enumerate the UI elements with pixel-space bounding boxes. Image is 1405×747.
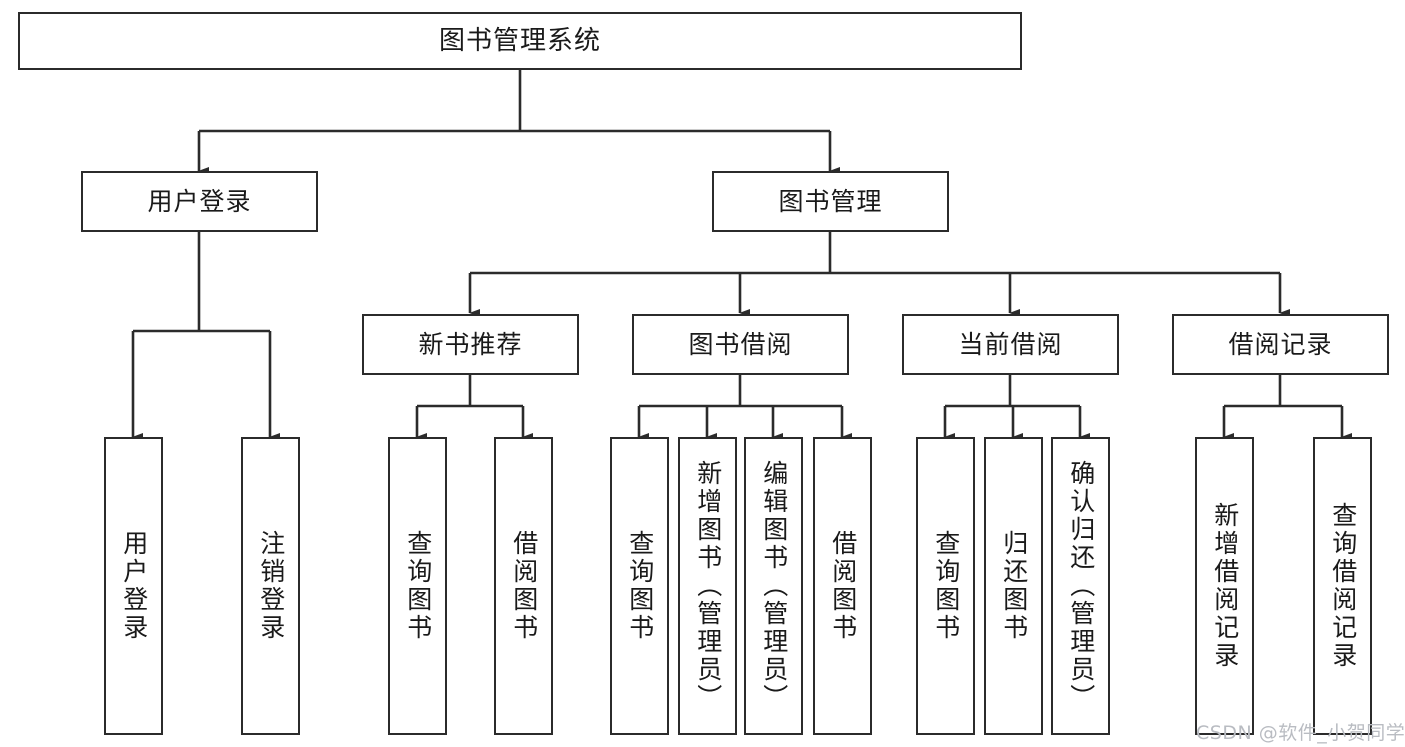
- node-label: 新增借阅记录: [1210, 502, 1240, 670]
- node-label: 新增图书（管理员）: [693, 460, 723, 712]
- node-label: 当前借阅: [958, 329, 1063, 359]
- node-label: 归还图书: [999, 530, 1029, 642]
- leaf-return-book[interactable]: 归还图书: [984, 437, 1043, 735]
- node-current-borrow[interactable]: 当前借阅: [902, 314, 1119, 375]
- edge-newbook-to-leaves: [415, 375, 534, 442]
- leaf-add-borrow-record[interactable]: 新增借阅记录: [1195, 437, 1254, 735]
- node-root-system[interactable]: 图书管理系统: [18, 12, 1022, 70]
- leaf-add-book[interactable]: 新增图书（管理员）: [678, 437, 737, 735]
- node-label: 借阅图书: [509, 530, 539, 642]
- node-label: 图书借阅: [688, 329, 793, 359]
- node-label: 图书管理: [778, 186, 883, 216]
- node-label: 注销登录: [256, 530, 286, 642]
- node-user-login[interactable]: 用户登录: [81, 171, 318, 232]
- node-label: 确认归还（管理员）: [1066, 460, 1096, 712]
- leaf-user-login[interactable]: 用户登录: [104, 437, 163, 735]
- node-label: 用户登录: [147, 186, 252, 216]
- node-label: 借阅记录: [1228, 329, 1333, 359]
- leaf-borrow-book-recommend[interactable]: 借阅图书: [494, 437, 553, 735]
- edge-bookborrow-to-leaves: [637, 375, 853, 442]
- node-borrow-record[interactable]: 借阅记录: [1172, 314, 1389, 375]
- node-label: 编辑图书（管理员）: [759, 460, 789, 712]
- edge-borrowrecord-to-leaves: [1222, 375, 1353, 442]
- leaf-confirm-return[interactable]: 确认归还（管理员）: [1051, 437, 1110, 735]
- edge-root-to-level2: [197, 70, 841, 176]
- node-label: 图书管理系统: [438, 25, 601, 56]
- node-book-borrow[interactable]: 图书借阅: [632, 314, 849, 375]
- leaf-borrow-book[interactable]: 借阅图书: [813, 437, 872, 735]
- node-book-manage[interactable]: 图书管理: [712, 171, 949, 232]
- edge-currentborrow-to-leaves: [943, 375, 1091, 442]
- node-label: 查询图书: [403, 530, 433, 642]
- node-label: 借阅图书: [828, 530, 858, 642]
- node-label: 用户登录: [119, 530, 149, 642]
- leaf-logout-login[interactable]: 注销登录: [241, 437, 300, 735]
- node-label: 查询图书: [931, 530, 961, 642]
- leaf-query-book-borrow[interactable]: 查询图书: [610, 437, 669, 735]
- leaf-query-book-recommend[interactable]: 查询图书: [388, 437, 447, 735]
- node-label: 查询图书: [625, 530, 655, 642]
- edge-userlogin-to-leaves: [131, 232, 281, 442]
- node-new-book-recommend[interactable]: 新书推荐: [362, 314, 579, 375]
- leaf-query-book-current[interactable]: 查询图书: [916, 437, 975, 735]
- csdn-watermark: CSDN @软件_小贺同学: [1196, 722, 1405, 744]
- node-label: 新书推荐: [418, 329, 523, 359]
- edge-bookmanage-to-level3: [468, 232, 1291, 318]
- leaf-edit-book[interactable]: 编辑图书（管理员）: [744, 437, 803, 735]
- node-label: 查询借阅记录: [1328, 502, 1358, 670]
- leaf-query-borrow-record[interactable]: 查询借阅记录: [1313, 437, 1372, 735]
